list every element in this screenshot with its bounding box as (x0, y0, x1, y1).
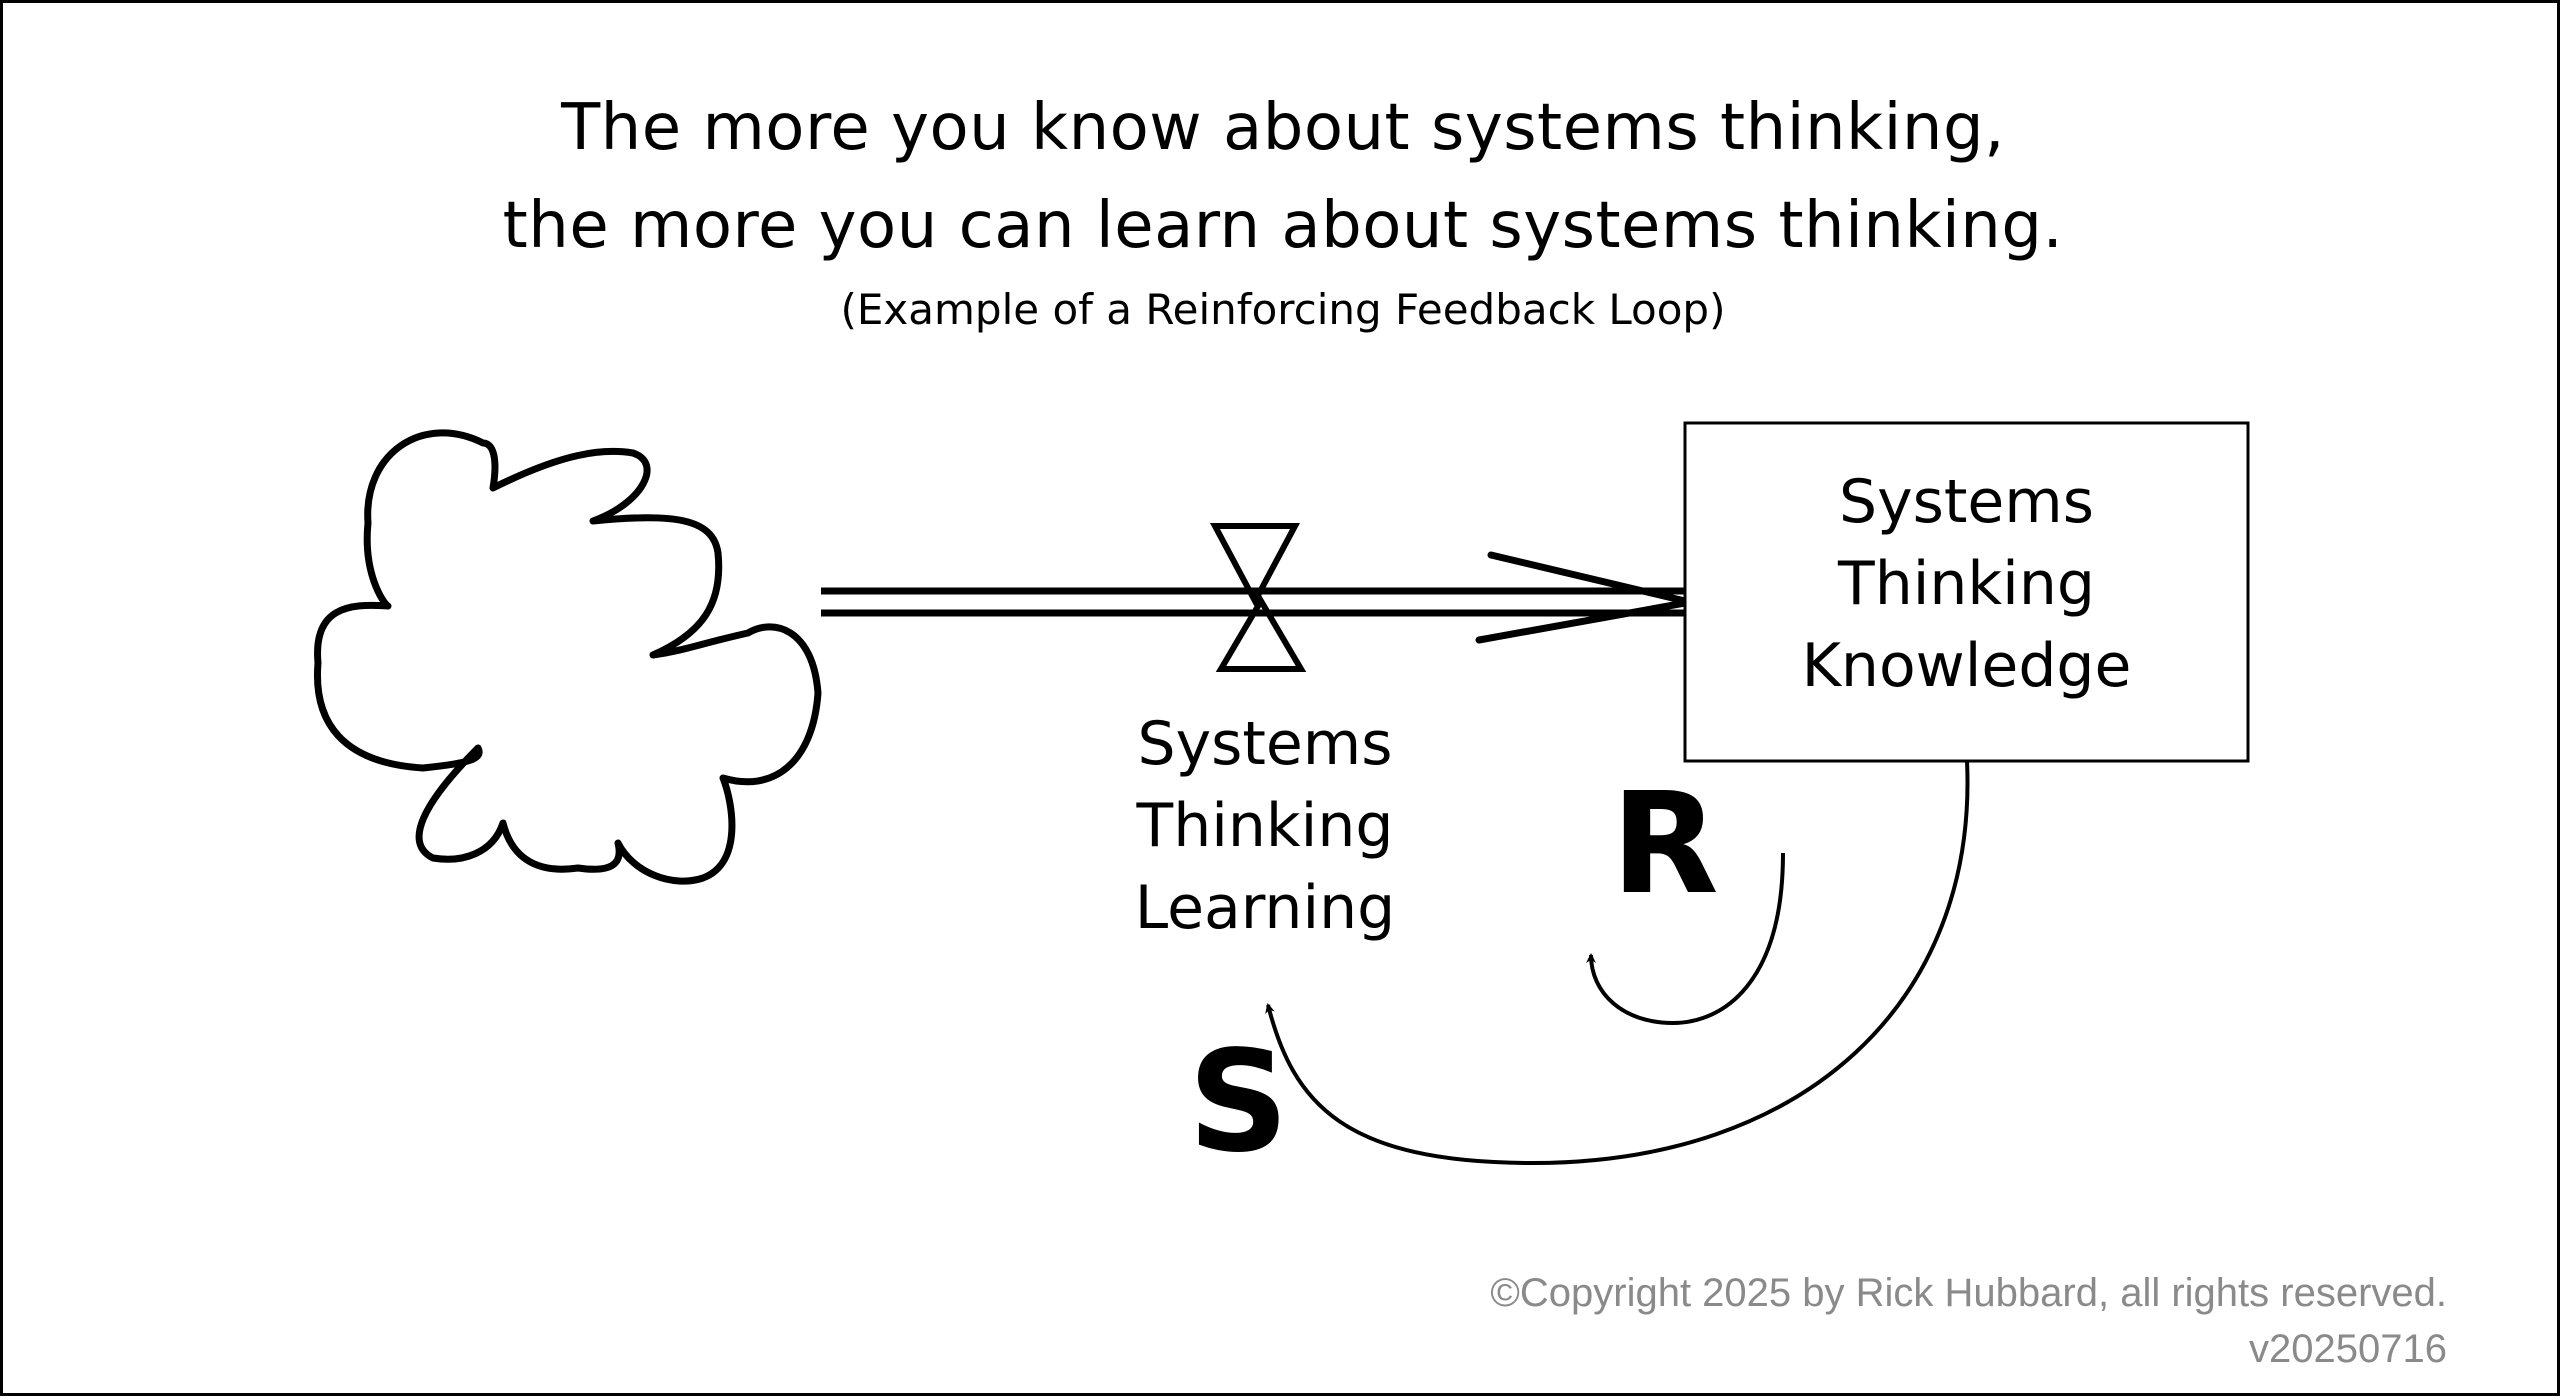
reinforcing-loop-label: R (1611, 763, 1719, 926)
title-line-2: the more you can learn about systems thi… (502, 189, 2064, 263)
flow-arrowhead-icon (1475, 551, 1689, 644)
flow-label: Systems Thinking Learning (1065, 703, 1465, 949)
copyright-text: ©Copyright 2025 by Rick Hubbard, all rig… (1490, 1271, 2447, 1315)
flow-label-line-1: Systems (1137, 709, 1393, 779)
flow-label-line-2: Thinking (1136, 791, 1394, 861)
link-polarity-label: S (1188, 1021, 1289, 1184)
flow-valve-icon (1210, 523, 1307, 672)
title-line-1: The more you know about systems thinking… (561, 91, 2005, 165)
stock-label-line-1: Systems (1839, 467, 2094, 537)
stock-flow-diagram (313, 421, 2250, 1166)
stock-label-line-2: Thinking (1838, 549, 2095, 619)
cloud-source-icon (313, 429, 822, 885)
version-text: v20250716 (2249, 1327, 2447, 1371)
stock-box (1683, 421, 2250, 763)
flow-label-line-3: Learning (1134, 873, 1396, 943)
subtitle: (Example of a Reinforcing Feedback Loop) (840, 285, 1726, 334)
stock-label-line-3: Knowledge (1801, 631, 2132, 701)
reinforcing-loop-arc (1586, 852, 1785, 1026)
stock-label: Systems Thinking Knowledge (1685, 461, 2248, 707)
causal-link-knowledge-to-learning (1265, 760, 1970, 1166)
copyright-notice: ©Copyright 2025 by Rick Hubbard, all rig… (1490, 1265, 2447, 1377)
